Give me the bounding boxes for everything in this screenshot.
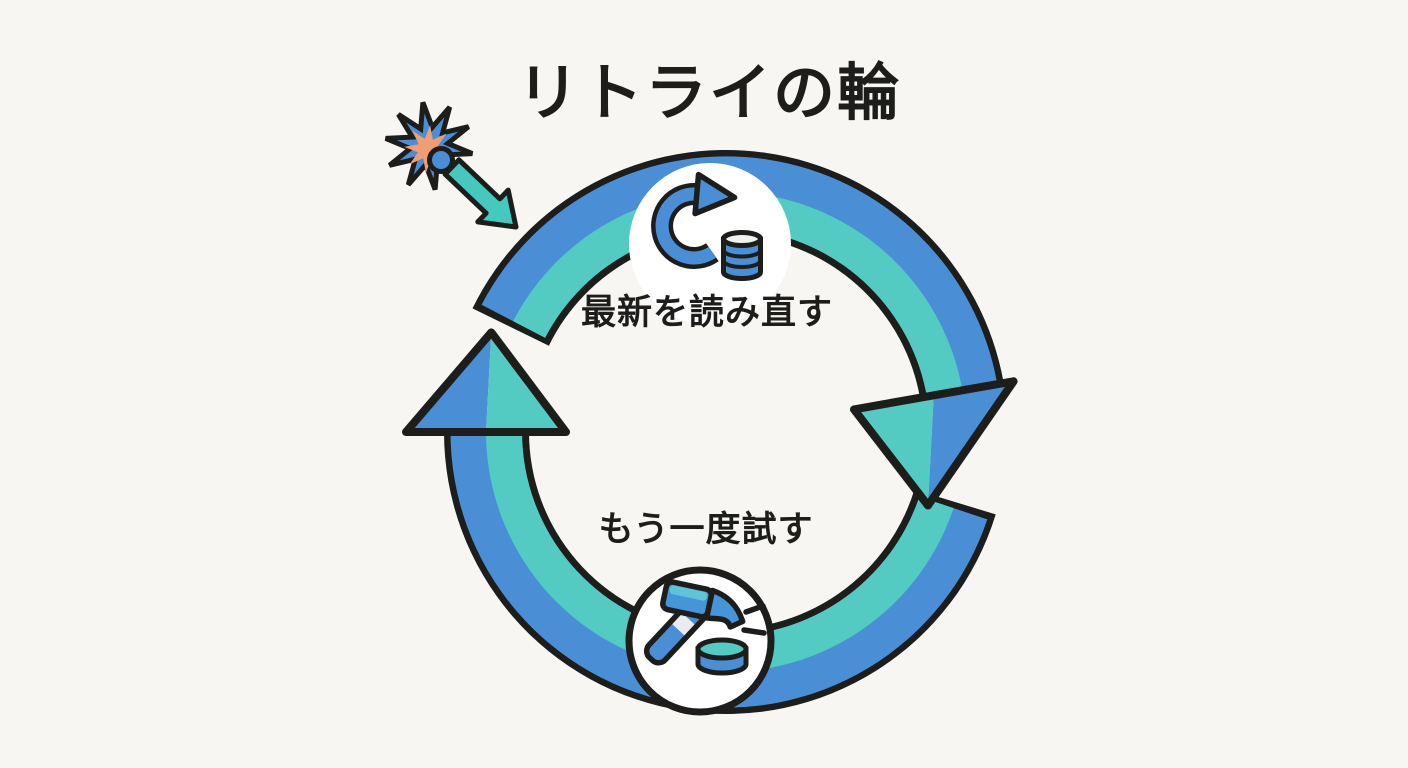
ring-segment-bottom-teal xyxy=(486,432,954,672)
database-icon xyxy=(721,230,763,281)
page-title: リトライの輪 xyxy=(517,59,901,128)
database-body xyxy=(721,236,763,281)
ring-arrowhead-left-up xyxy=(402,328,570,436)
ring-segment-top-teal xyxy=(513,191,963,397)
step-label-read-latest: 最新を読み直す xyxy=(581,293,833,332)
conflict-trigger xyxy=(384,101,519,230)
ring-arrowhead-right-down xyxy=(850,377,1018,510)
coin-icon xyxy=(695,637,749,676)
hammer-head-accent xyxy=(669,585,708,601)
database-top xyxy=(721,230,763,248)
refresh-database-icon xyxy=(651,171,763,281)
incoming-arrow-icon xyxy=(442,157,519,230)
ring-segment-top-blue xyxy=(481,156,998,397)
hammer-claw xyxy=(703,587,746,630)
ring-segment-bottom-blue xyxy=(450,432,988,708)
step-label-try-again: もう一度試す xyxy=(599,510,814,549)
ring-segment-bottom xyxy=(444,432,996,715)
database-band-1 xyxy=(721,249,763,259)
hammer-strike-icon xyxy=(643,579,767,676)
impact-mark-1 xyxy=(743,603,766,615)
ring-arrowhead-right-inner-half xyxy=(854,395,934,506)
step-read-latest: 最新を読み直す xyxy=(581,163,833,332)
ring-arrowhead-right-outline xyxy=(850,377,1018,510)
ring-arrowhead-left-outline xyxy=(402,328,570,436)
refresh-arrowhead xyxy=(692,171,738,217)
database-band-2 xyxy=(721,260,763,269)
conflict-dot xyxy=(427,146,455,174)
ring-segment-top xyxy=(472,149,1004,398)
step-try-again: もう一度試す xyxy=(599,510,814,716)
coin-top xyxy=(695,637,749,661)
hammer-head xyxy=(660,579,746,630)
refresh-arc xyxy=(655,187,717,265)
impact-mark-2 xyxy=(741,627,767,636)
